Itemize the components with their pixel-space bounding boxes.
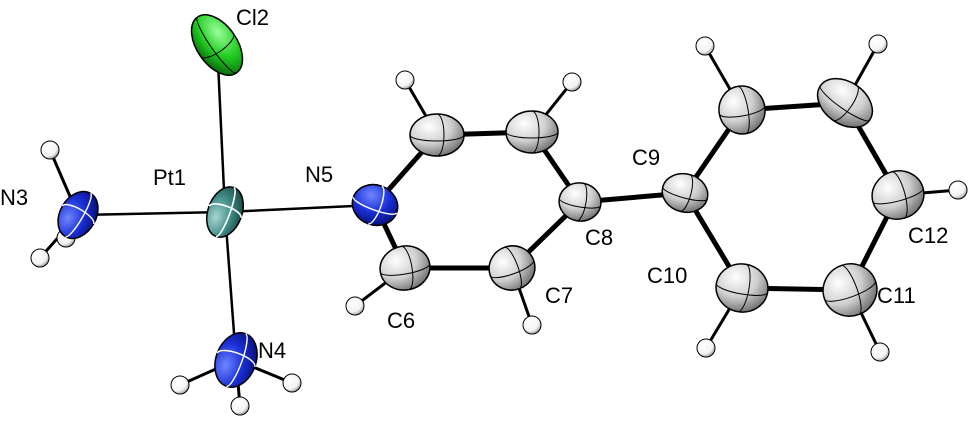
hydrogen-atom [345,296,365,316]
hydrogen-atom [562,72,582,92]
hydrogen-atom [696,338,716,358]
hydrogen-atom [395,70,415,90]
bond-pt1-cl2 [216,60,227,214]
atom-c9 [661,172,709,214]
atom-n5 [351,183,399,227]
atom-c-phenyl-top-right [816,77,874,129]
label-c8: C8 [585,225,613,250]
hydrogen-atom [948,180,968,200]
hydrogen-atom [230,396,250,416]
bond-pt1-n5 [223,203,377,214]
atom-c12 [871,170,925,220]
atom-c-pyridine-top-right [505,110,559,154]
atom-cl2 [190,14,244,76]
atom-c-pyridine-top-left [409,113,465,157]
atom-n4 [214,332,258,388]
label-n5: N5 [305,162,333,187]
hydrogen-atom [695,36,715,56]
atom-c-phenyl-top-left [718,85,766,135]
label-c12: C12 [908,223,948,248]
atom-n3 [57,190,99,240]
atom-c7 [488,245,536,291]
atom-c6 [379,245,431,291]
atom-pt1 [205,186,245,238]
atom-c11 [822,263,878,317]
atom-c8 [558,182,602,222]
hydrogen-atom [30,248,50,268]
hydrogen-atom [170,375,190,395]
label-c10: C10 [647,263,687,288]
label-c6: C6 [387,308,415,333]
label-n3: N3 [0,185,28,210]
heavy-atoms [57,14,925,388]
label-c9: C9 [632,145,660,170]
label-c7: C7 [545,283,573,308]
atom-c10 [715,263,769,313]
hydrogen-atom [282,373,302,393]
hydrogen-atom [868,34,888,54]
atom-labels: Cl2 Pt1 N3 N5 N4 C6 C7 C8 C9 C10 C11 C12 [0,5,948,363]
label-n4: N4 [258,338,286,363]
bond-pt1-n3 [76,210,227,217]
hydrogen-atom [40,140,60,160]
label-c11: C11 [877,283,916,308]
hydrogen-atom [522,315,542,335]
label-cl2: Cl2 [236,5,269,30]
hydrogen-atom [870,342,890,362]
label-pt1: Pt1 [153,165,186,190]
